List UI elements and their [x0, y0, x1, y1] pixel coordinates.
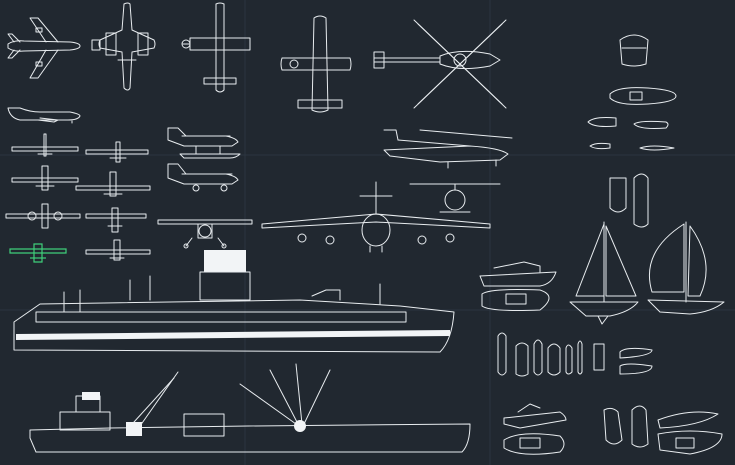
sailboat-side: [569, 221, 639, 325]
high-wing-plane-top: [280, 15, 352, 113]
runabouts: [603, 405, 723, 455]
cessna-front: [157, 219, 253, 249]
dinghy-top: [619, 34, 649, 67]
ocean-liner-side: [13, 250, 455, 353]
turboprop-top: [91, 2, 156, 91]
jet-ski-side: [503, 403, 567, 429]
jet-airliner-side: [7, 107, 81, 124]
seaplane-side: [167, 127, 241, 159]
small-jets-set: [5, 133, 151, 261]
jumbo-jet-front: [261, 181, 491, 253]
motor-yacht-side: [479, 261, 557, 287]
cargo-ship-side: [29, 363, 471, 453]
light-plane-top: [181, 2, 251, 93]
small-boats-top: [497, 173, 653, 377]
jet-airliner-top: [7, 17, 81, 79]
cessna-side: [167, 163, 239, 192]
motor-yacht-top: [481, 289, 550, 311]
helicopter-front: [409, 183, 501, 213]
helicopter-top: [373, 19, 507, 109]
attack-helicopter-side: [383, 129, 513, 169]
jet-ski-top: [503, 433, 565, 455]
speedboats-top: [587, 87, 677, 151]
selected-plane-front: [9, 243, 67, 263]
spinnaker-sailboat-side: [647, 221, 725, 315]
